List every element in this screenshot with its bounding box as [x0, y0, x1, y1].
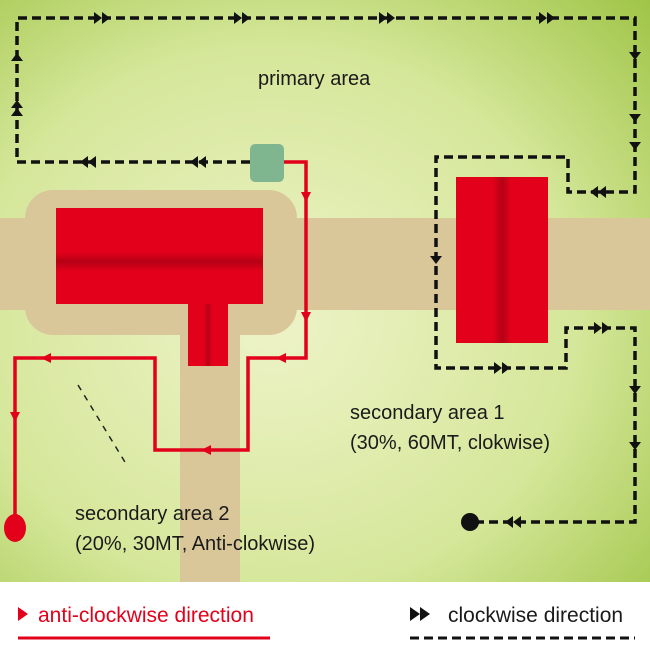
clockwise-legend-label: clockwise direction: [448, 604, 624, 627]
building-secondary-area-1: [456, 177, 548, 343]
building-secondary-area-2: [56, 208, 263, 304]
clockwise-route: [15, 16, 637, 524]
clockwise-end-point: [461, 513, 479, 531]
primary-area-label: primary area: [258, 68, 371, 90]
secondary-area-1-label: secondary area 1: [350, 402, 505, 424]
anticlockwise-arrows: [10, 192, 311, 455]
starting-device-icon: [250, 144, 284, 182]
anticlockwise-route: [13, 160, 308, 520]
anticlockwise-end-point: [4, 514, 26, 542]
secondary-area-2-label: secondary area 2: [75, 503, 230, 525]
legend: anti-clockwise direction clockwise direc…: [0, 582, 650, 650]
site-plan: [0, 0, 650, 582]
secondary-area-1-detail: (30%, 60MT, clokwise): [350, 432, 551, 454]
anticlockwise-arrow-icon: [18, 607, 28, 621]
clockwise-arrows: [11, 12, 641, 528]
anticlockwise-legend-label: anti-clockwise direction: [38, 604, 254, 627]
legend-graphics: [18, 607, 635, 640]
clockwise-arrow-icon: [410, 607, 430, 621]
building-wing: [188, 304, 228, 366]
dashed-pointer-line: [77, 384, 129, 468]
secondary-area-2-detail: (20%, 30MT, Anti-clokwise): [75, 533, 316, 555]
